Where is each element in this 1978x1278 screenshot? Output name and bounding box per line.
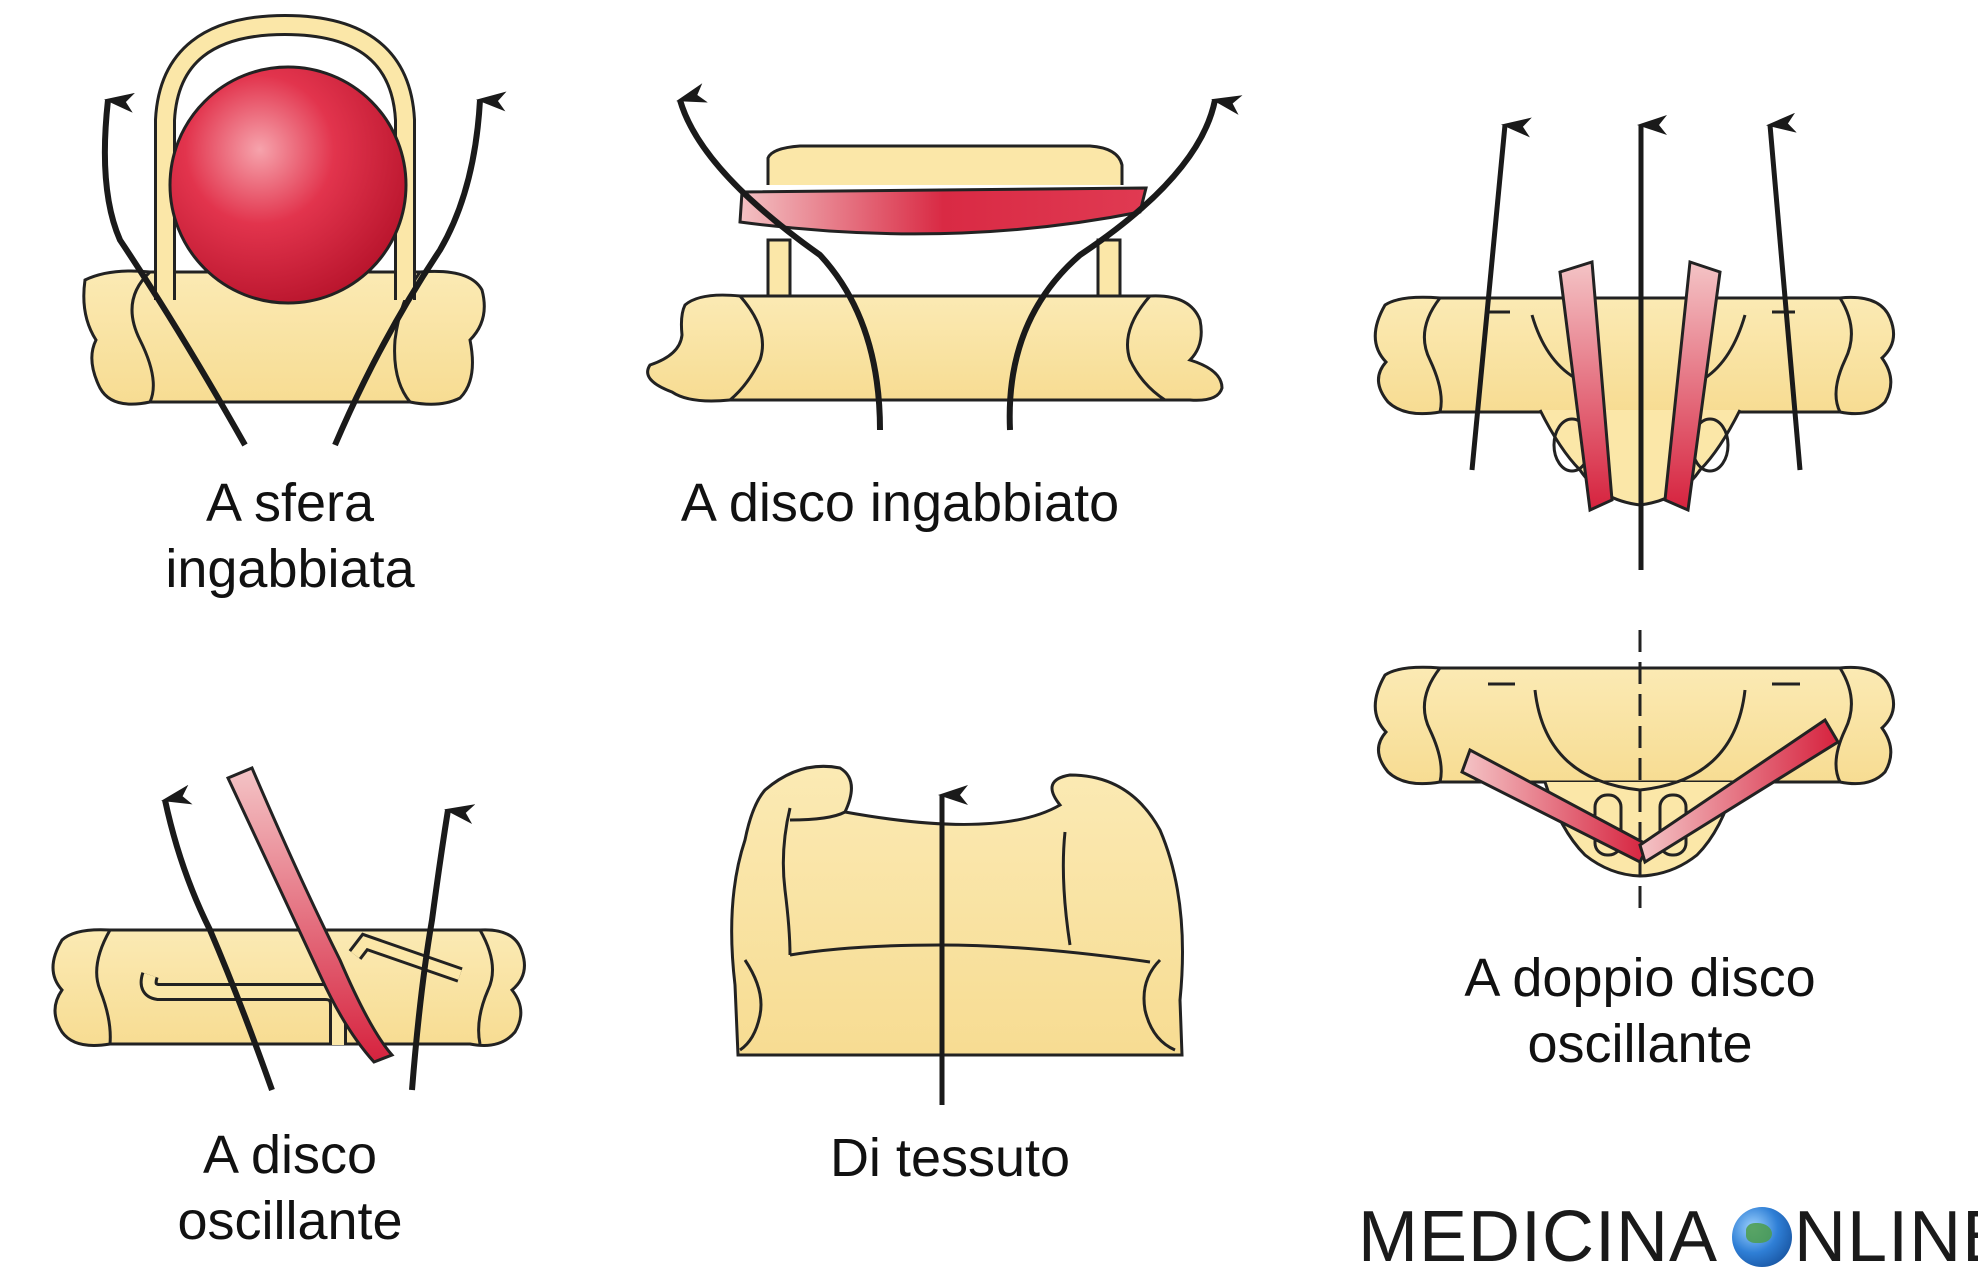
globe-icon <box>1732 1207 1793 1267</box>
bileaflet-closed-valve <box>1373 630 1896 915</box>
caption-tilting-disc: A disco oscillante <box>130 1122 450 1254</box>
flow-arrow <box>1469 117 1532 471</box>
caption-tissue: Di tessuto <box>790 1125 1110 1191</box>
watermark-text-before: MEDICINA <box>1358 1197 1719 1277</box>
caged-disc-occluder <box>738 186 1148 236</box>
leaflet-right <box>1663 259 1722 513</box>
caption-line: oscillante <box>1527 1014 1753 1074</box>
flow-arrow <box>101 92 248 447</box>
ball-cage-base <box>82 269 486 406</box>
flow-arrow <box>409 804 476 1091</box>
leaflet-left <box>1558 260 1614 513</box>
caption-line: ingabbiata <box>165 539 415 599</box>
bileaflet-open-valve <box>1373 112 1896 570</box>
caption-ball-cage: A sfera ingabbiata <box>130 470 450 602</box>
caption-line: oscillante <box>177 1191 403 1251</box>
ball-occluder <box>168 65 408 305</box>
caption-line: A sfera <box>205 473 375 533</box>
flow-arrow <box>161 784 275 1092</box>
flow-arrow <box>1006 95 1243 431</box>
caption-line: A disco <box>202 1125 378 1185</box>
flow-arrow <box>1766 112 1803 471</box>
caption-bileaflet: A doppio disco oscillante <box>1410 945 1870 1077</box>
caption-line: A disco ingabbiato <box>680 473 1120 533</box>
leaflet-right-closed <box>1638 717 1841 865</box>
caption-caged-disc: A disco ingabbiato <box>630 470 1170 536</box>
tilting-disc-valve <box>51 766 526 1092</box>
caged-disc-valve <box>646 83 1243 431</box>
tissue-valve <box>730 764 1184 1105</box>
caption-line: Di tessuto <box>829 1128 1071 1188</box>
flow-arrow <box>676 83 883 431</box>
flow-arrow <box>332 91 507 447</box>
watermark-text-after: NLINE <box>1794 1197 1978 1277</box>
tilting-disc-occluder <box>225 766 395 1064</box>
watermark-logo: MEDICINA NLINE <box>1358 1196 1978 1278</box>
ball-cage-valve <box>82 13 507 447</box>
caption-line: A doppio disco <box>1464 948 1816 1008</box>
